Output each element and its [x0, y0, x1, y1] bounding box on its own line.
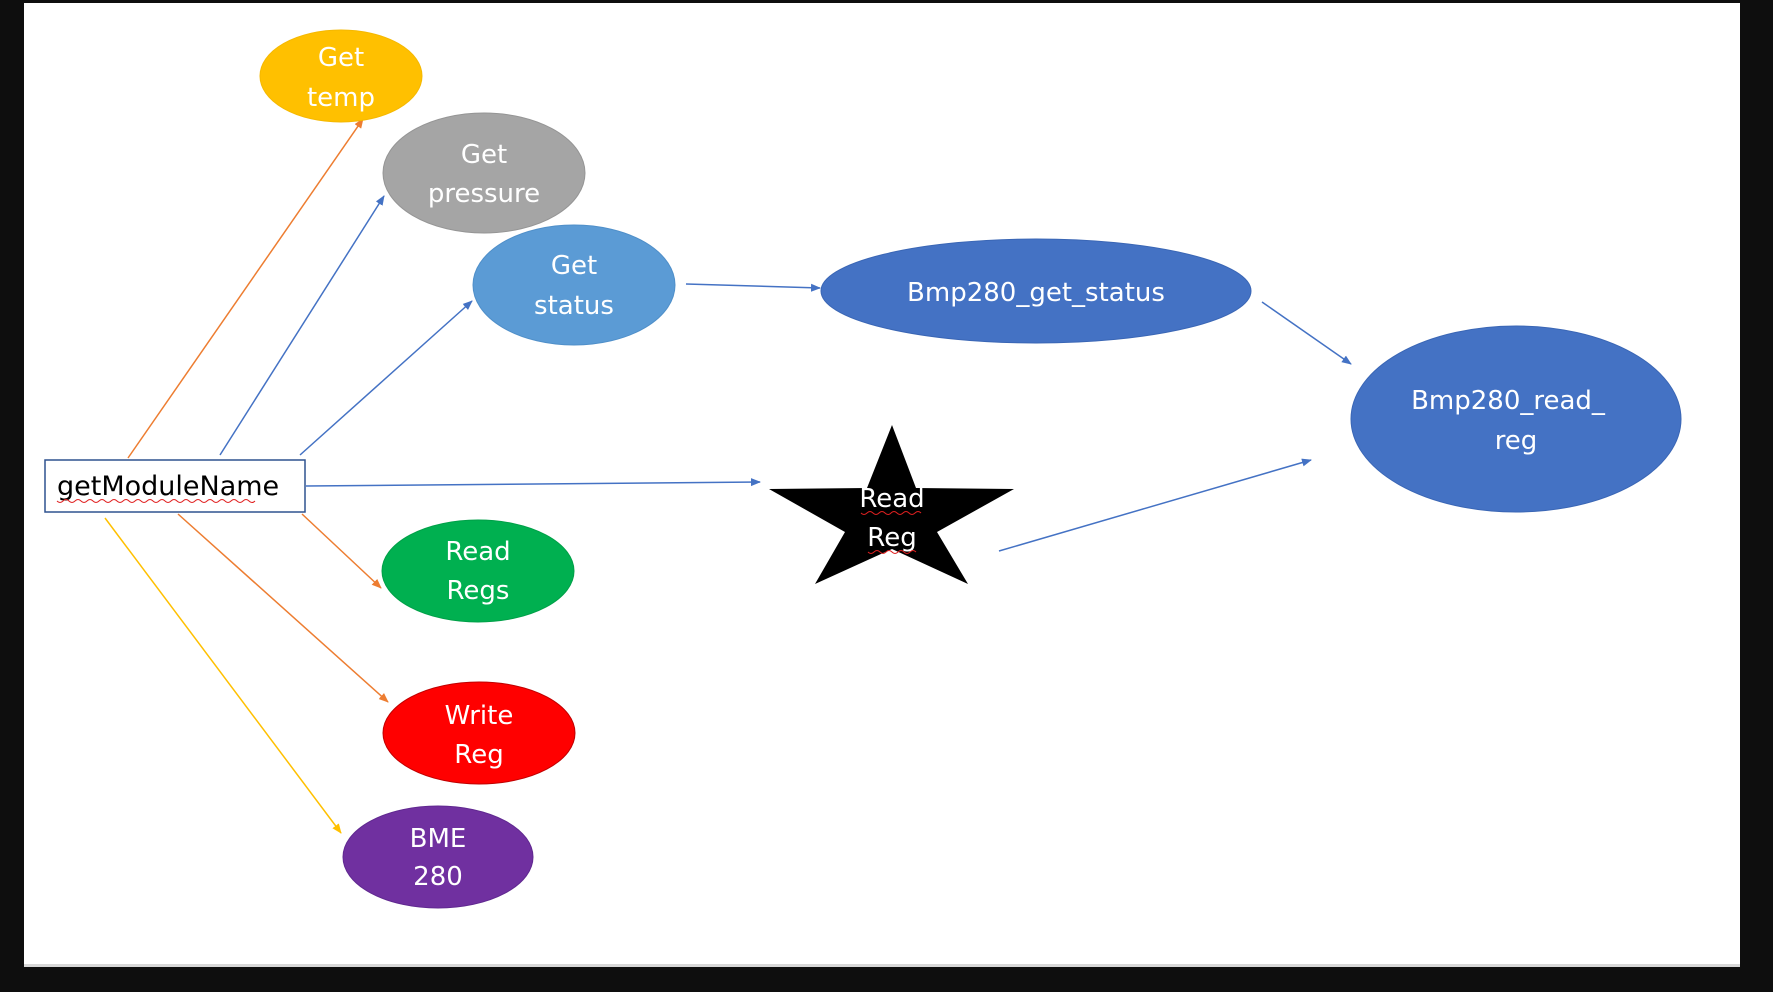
- get-status-line1: Get: [551, 251, 597, 281]
- canvas-bottom-border: [24, 964, 1740, 967]
- bme280-line2: 280: [413, 862, 463, 892]
- node-read-regs[interactable]: Read Regs: [381, 519, 575, 623]
- bmp280-read-reg-ellipse: [1350, 325, 1682, 513]
- root-box: [44, 459, 306, 513]
- star-shape: [769, 425, 1014, 584]
- spellcheck-underline-star-2: [867, 550, 917, 554]
- spellcheck-underline-star-1: [860, 511, 922, 515]
- arrow-root-to-get-pressure: [219, 195, 385, 456]
- connectors: [104, 118, 1352, 834]
- get-temp-line2: temp: [307, 83, 375, 113]
- root-node[interactable]: getModuleName: [44, 459, 306, 513]
- bmp280-read-reg-line1: Bmp280_read_: [1411, 386, 1606, 416]
- arrow-root-to-get-status: [299, 300, 473, 456]
- node-write-reg[interactable]: Write Reg: [382, 681, 576, 785]
- node-bmp280-read-reg[interactable]: Bmp280_read_ reg: [1350, 325, 1682, 513]
- arrow-root-to-read-reg-star: [305, 478, 761, 487]
- bme280-ellipse: [342, 805, 534, 909]
- arrow-root-to-write-reg: [177, 513, 389, 703]
- write-reg-ellipse: [382, 681, 576, 785]
- arrow-star-to-bmp280-read-reg: [998, 458, 1312, 552]
- bmp280-get-status-label: Bmp280_get_status: [907, 278, 1165, 308]
- star-line2: Reg: [867, 523, 916, 553]
- bmp280-read-reg-line2: reg: [1495, 426, 1538, 456]
- node-read-reg-star[interactable]: Read Reg: [769, 425, 1014, 584]
- arrow-get-status-to-bmp280-get-status: [685, 283, 821, 292]
- read-regs-line1: Read: [445, 537, 510, 567]
- node-get-pressure[interactable]: Get pressure: [382, 112, 586, 234]
- read-regs-ellipse: [381, 519, 575, 623]
- write-reg-line2: Reg: [454, 740, 503, 770]
- read-regs-line2: Regs: [447, 576, 510, 606]
- arrow-root-to-read-regs: [301, 513, 382, 589]
- root-label: getModuleName: [57, 471, 279, 502]
- star-line1: Read: [859, 484, 924, 514]
- arrow-root-to-bme280: [104, 517, 342, 834]
- arrow-bmp280-get-status-to-read-reg: [1261, 301, 1352, 365]
- spellcheck-underline: [56, 499, 256, 503]
- bmp280-get-status-ellipse: [820, 238, 1252, 344]
- node-get-temp[interactable]: Get temp: [259, 29, 423, 123]
- bme280-line1: BME: [410, 824, 467, 854]
- node-bmp280-get-status[interactable]: Bmp280_get_status: [820, 238, 1252, 344]
- get-status-line2: status: [534, 291, 614, 321]
- node-bme280[interactable]: BME 280: [342, 805, 534, 909]
- get-temp-line1: Get: [318, 43, 364, 73]
- arrow-root-to-get-temp: [127, 118, 364, 459]
- write-reg-line1: Write: [445, 701, 514, 731]
- node-get-status[interactable]: Get status: [472, 224, 676, 346]
- get-pressure-line1: Get: [461, 140, 507, 170]
- get-temp-ellipse: [259, 29, 423, 123]
- get-pressure-line2: pressure: [428, 179, 540, 209]
- get-status-ellipse: [472, 224, 676, 346]
- get-pressure-ellipse: [382, 112, 586, 234]
